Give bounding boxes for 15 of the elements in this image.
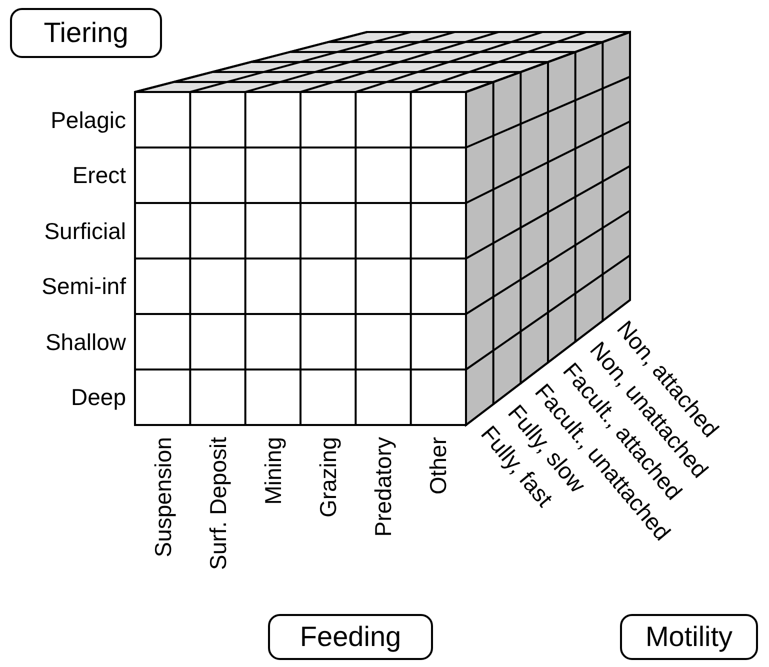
tiering-label: Erect [72, 161, 126, 190]
tiering-label: Semi-inf [42, 272, 126, 300]
tiering-label: Surficial [44, 216, 126, 245]
feeding-label: Mining [258, 437, 287, 507]
tiering-label: Deep [71, 383, 126, 412]
feeding-label: Other [424, 437, 452, 497]
axis-title-box: Tiering [10, 8, 162, 58]
tiering-label: Pelagic [50, 106, 126, 134]
tiering-label: Shallow [45, 328, 126, 356]
feeding-label: Surf. Deposit [204, 437, 232, 572]
feeding-label: Grazing [314, 437, 342, 520]
axis-title-box: Motility [620, 614, 758, 660]
feeding-label: Predatory [369, 437, 398, 539]
feeding-label: Suspension [148, 437, 177, 560]
axis-title-box: Feeding [268, 614, 433, 660]
